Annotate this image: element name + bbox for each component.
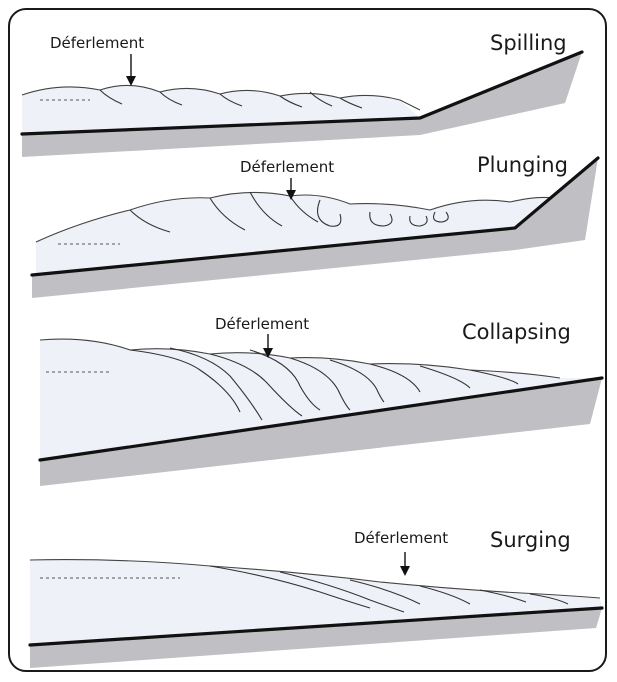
collapsing-title: Collapsing: [462, 320, 571, 344]
plunging-title: Plunging: [477, 153, 568, 177]
surging-annotation: Déferlement: [354, 529, 448, 547]
surging-title: Surging: [490, 528, 571, 552]
plunging-annotation: Déferlement: [240, 158, 334, 176]
surging-arrow: [400, 552, 410, 576]
panel-collapsing: Collapsing Déferlement: [40, 315, 602, 486]
panel-surging: Surging Déferlement: [30, 528, 602, 668]
spilling-title: Spilling: [490, 31, 567, 55]
panel-plunging: Plunging Déferlement: [32, 153, 598, 298]
panel-spilling: Spilling Déferlement: [22, 31, 582, 157]
spilling-arrow: [126, 54, 136, 86]
collapsing-annotation: Déferlement: [215, 315, 309, 333]
spilling-annotation: Déferlement: [50, 34, 144, 52]
